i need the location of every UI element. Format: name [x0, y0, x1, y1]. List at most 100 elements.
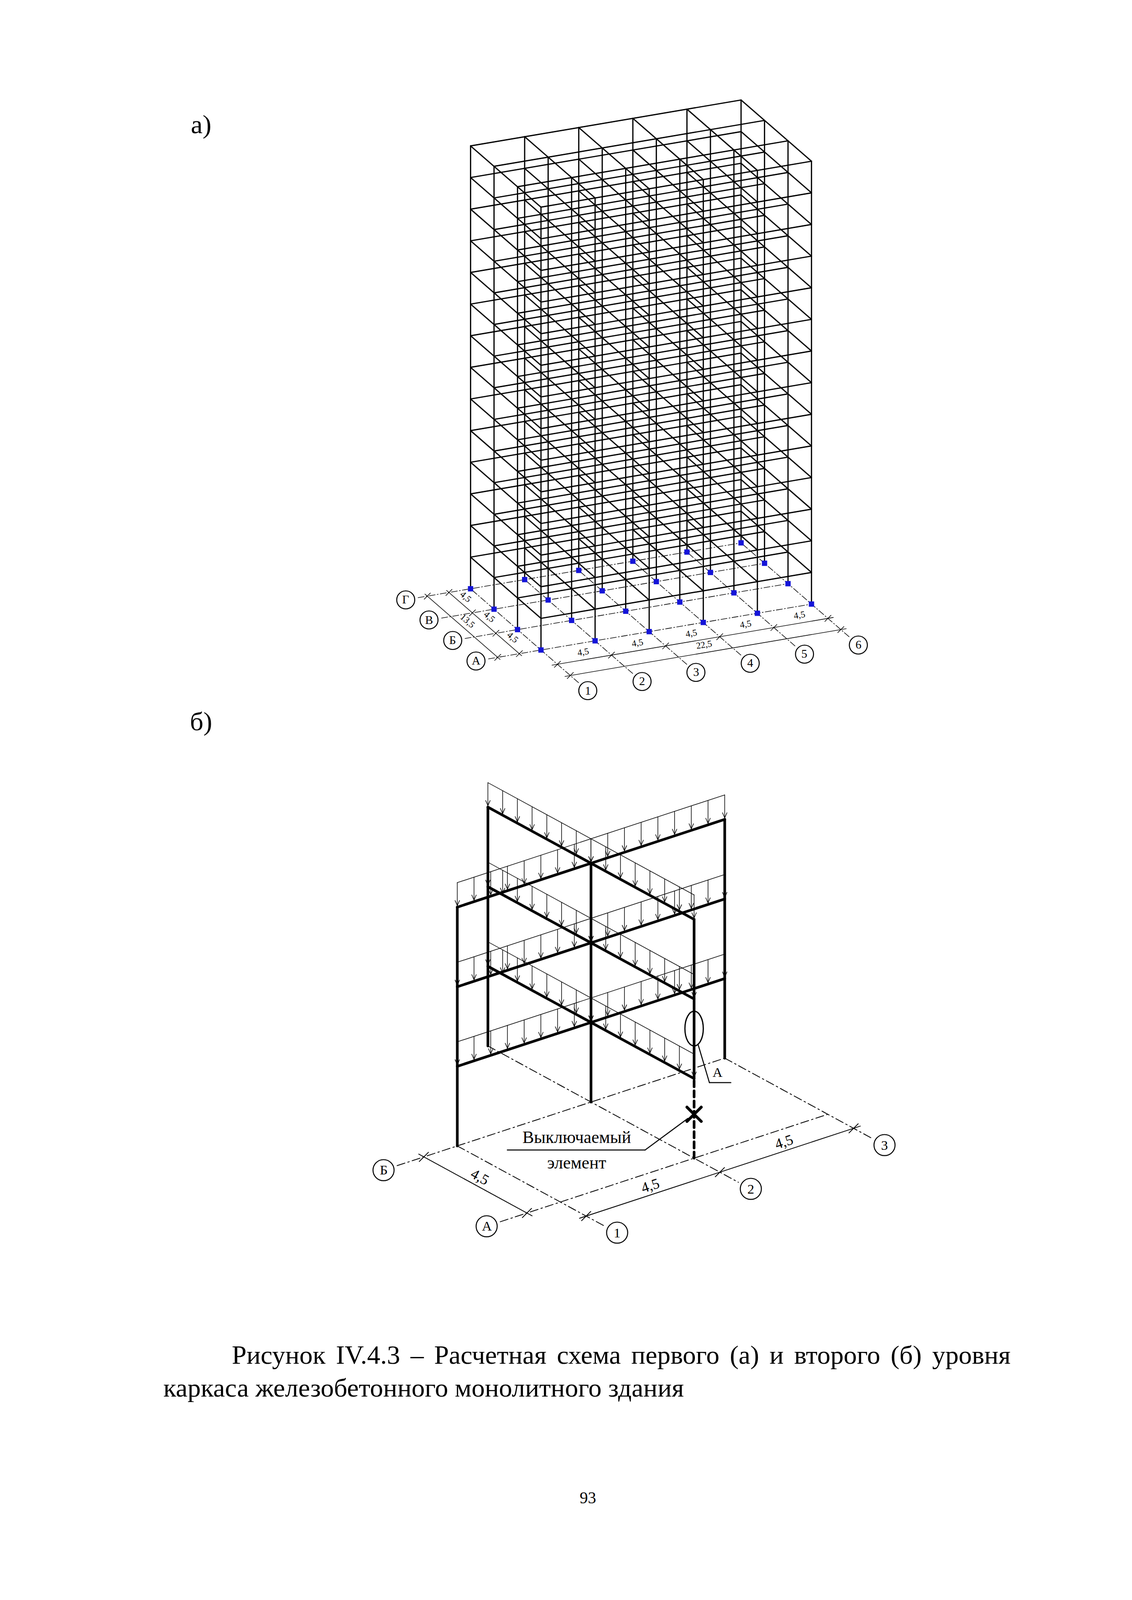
distributed-load	[664, 1038, 665, 1062]
distributed-load	[546, 894, 548, 918]
figure-caption: Рисунок IV.4.3 – Расчетная схема первого…	[163, 1339, 1011, 1405]
axis-circle	[741, 654, 760, 673]
distributed-load	[620, 1014, 621, 1038]
dimension-line	[516, 650, 523, 657]
distributed-load	[490, 871, 491, 895]
frame-member	[524, 453, 595, 515]
distributed-load	[490, 951, 491, 975]
distributed-load	[576, 928, 579, 934]
frame-member	[740, 131, 812, 194]
distributed-load	[540, 855, 542, 879]
dimension-line	[715, 1168, 725, 1178]
distributed-load	[649, 968, 653, 974]
distributed-load	[524, 878, 527, 884]
distributed-load	[473, 1036, 475, 1060]
axis-label: 5	[801, 648, 808, 661]
distributed-load	[705, 897, 709, 903]
support-point	[677, 599, 683, 606]
axis-line	[417, 542, 850, 684]
frame-member	[494, 120, 765, 167]
frame-member	[632, 245, 704, 307]
dimension-line	[522, 1208, 532, 1218]
axis-circle	[873, 1135, 895, 1157]
frame-member	[541, 161, 812, 208]
frame-member	[740, 99, 812, 162]
distributed-load	[649, 950, 651, 974]
leader-line	[709, 1082, 731, 1084]
distributed-load	[575, 910, 577, 934]
dimension-line	[494, 654, 501, 661]
distributed-load	[688, 903, 692, 909]
frame-member	[632, 434, 704, 496]
distributed-load	[521, 1038, 525, 1044]
frame-member	[470, 209, 541, 271]
distributed-load	[532, 966, 533, 990]
axis-circle	[467, 652, 486, 671]
dimension-value: 4,5	[458, 589, 474, 604]
distributed-load	[521, 958, 525, 964]
distributed-load	[707, 880, 709, 903]
frame-member	[687, 109, 758, 171]
frame-member	[632, 529, 704, 591]
frame-member	[578, 159, 649, 221]
frame-member	[740, 479, 812, 542]
distributed-load	[622, 925, 625, 931]
grid-axis-marker: 3	[686, 662, 706, 683]
support-point	[545, 597, 552, 604]
support-point	[700, 620, 707, 626]
axis-line	[464, 584, 788, 639]
leader-line	[645, 1118, 689, 1151]
axis-label: Б	[448, 634, 456, 647]
axis-line	[500, 1114, 828, 1223]
distributed-load	[540, 1032, 543, 1038]
frame-member	[740, 258, 812, 320]
subfigure-letter: б)	[189, 708, 213, 736]
grid-axis-marker: 1	[605, 1221, 629, 1245]
distributed-load	[657, 834, 661, 840]
distributed-load	[540, 953, 543, 959]
frame-member	[687, 203, 758, 266]
support-point	[538, 647, 544, 653]
frame-member	[740, 226, 812, 288]
frame-member	[632, 118, 704, 180]
frame-member	[578, 538, 649, 600]
distributed-load	[674, 811, 675, 835]
frame-member	[632, 276, 704, 338]
dimension-line	[424, 593, 431, 600]
dimension-line	[849, 1124, 859, 1134]
frame-member	[687, 520, 758, 582]
frame-member	[470, 304, 541, 366]
distributed-load	[505, 964, 508, 970]
distributed-load	[516, 798, 518, 822]
distributed-load	[607, 851, 611, 857]
frame-member	[740, 511, 812, 573]
distributed-load	[506, 1025, 508, 1049]
frame-member	[524, 485, 595, 547]
dimension-value: 4,5	[792, 609, 806, 621]
distributed-load	[590, 839, 592, 862]
distributed-load	[693, 912, 697, 919]
frame-member	[524, 136, 595, 199]
distributed-load	[557, 1027, 560, 1033]
distributed-load	[634, 942, 636, 966]
axis-circle	[396, 590, 415, 610]
distributed-load	[624, 1005, 627, 1011]
distributed-load	[487, 782, 489, 806]
distributed-load	[657, 994, 661, 1000]
distributed-load	[490, 1048, 494, 1054]
axis-label: В	[425, 614, 433, 627]
support-point	[468, 540, 815, 653]
frame-member	[524, 326, 595, 388]
distributed-load	[664, 958, 665, 982]
dimension-line	[837, 626, 844, 633]
frame-member	[470, 240, 541, 303]
distributed-load	[708, 897, 711, 903]
distributed-load	[517, 816, 520, 822]
distributed-load	[471, 895, 475, 901]
frame-member	[589, 863, 593, 1103]
distributed-load	[638, 999, 642, 1005]
distributed-load	[572, 942, 575, 948]
distributed-load	[538, 1032, 541, 1038]
page-number: 93	[579, 1490, 597, 1507]
distributed-load	[674, 891, 675, 914]
